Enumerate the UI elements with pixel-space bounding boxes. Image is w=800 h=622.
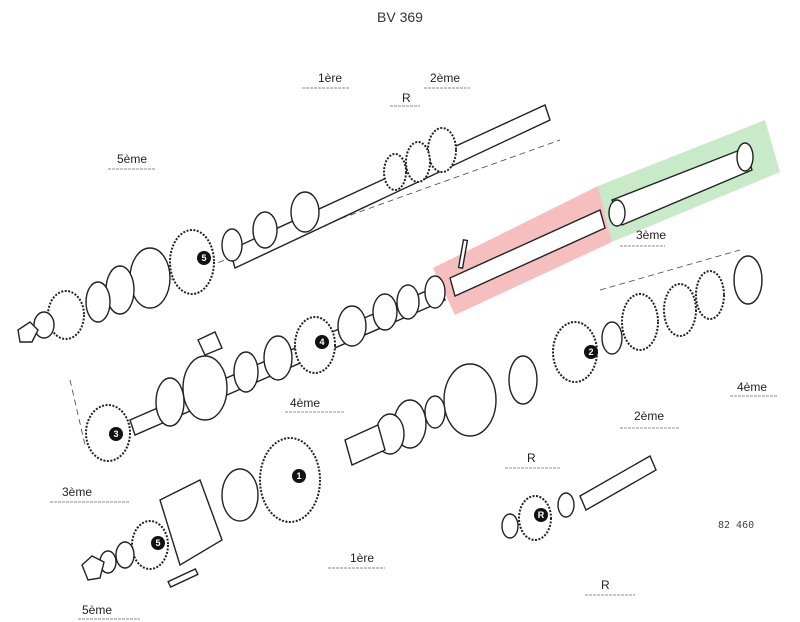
svg-text:5: 5 xyxy=(201,253,206,263)
label-r-bottom: R xyxy=(601,578,610,592)
label-2eme-right: 2ème xyxy=(634,409,664,423)
gear-badge: 5 xyxy=(151,536,165,550)
svg-text:3: 3 xyxy=(113,429,118,439)
guide-line xyxy=(599,249,741,291)
gear-badge: 3 xyxy=(109,427,123,441)
highlighted-red-shaft xyxy=(449,209,606,297)
label-3eme-left: 3ème xyxy=(62,485,92,499)
svg-text:2: 2 xyxy=(588,347,593,357)
bottom-assembly xyxy=(81,437,575,588)
label-1ere-top: 1ère xyxy=(318,71,342,85)
gear-badge: R xyxy=(534,508,548,522)
reverse-and-second-assembly xyxy=(344,255,763,511)
label-2eme-top: 2ème xyxy=(430,71,460,85)
highlighted-green-shaft xyxy=(608,142,754,227)
label-5eme-bottom: 5ème xyxy=(82,603,112,617)
label-3eme-green: 3ème xyxy=(636,228,666,242)
label-5eme-top: 5ème xyxy=(117,152,147,166)
label-4eme-mid: 4ème xyxy=(290,396,320,410)
primary-shaft xyxy=(17,104,551,343)
svg-text:1: 1 xyxy=(296,471,301,481)
label-r-mid: R xyxy=(527,451,536,465)
gear-badge: 1 xyxy=(292,469,306,483)
gear-badge: 2 xyxy=(584,345,598,359)
label-4eme-right: 4ème xyxy=(737,380,767,394)
svg-text:5: 5 xyxy=(155,538,160,548)
gear-badge: 5 xyxy=(197,251,211,265)
label-r-top: R xyxy=(402,91,411,105)
secondary-shaft xyxy=(85,275,446,462)
svg-text:4: 4 xyxy=(319,337,324,347)
svg-text:R: R xyxy=(538,510,545,520)
guide-line xyxy=(69,379,86,446)
diagram-title: BV 369 xyxy=(377,9,423,25)
label-1ere-bottom: 1ère xyxy=(350,551,374,565)
gear-badge: 4 xyxy=(315,335,329,349)
reference-number: 82 460 xyxy=(718,520,754,531)
